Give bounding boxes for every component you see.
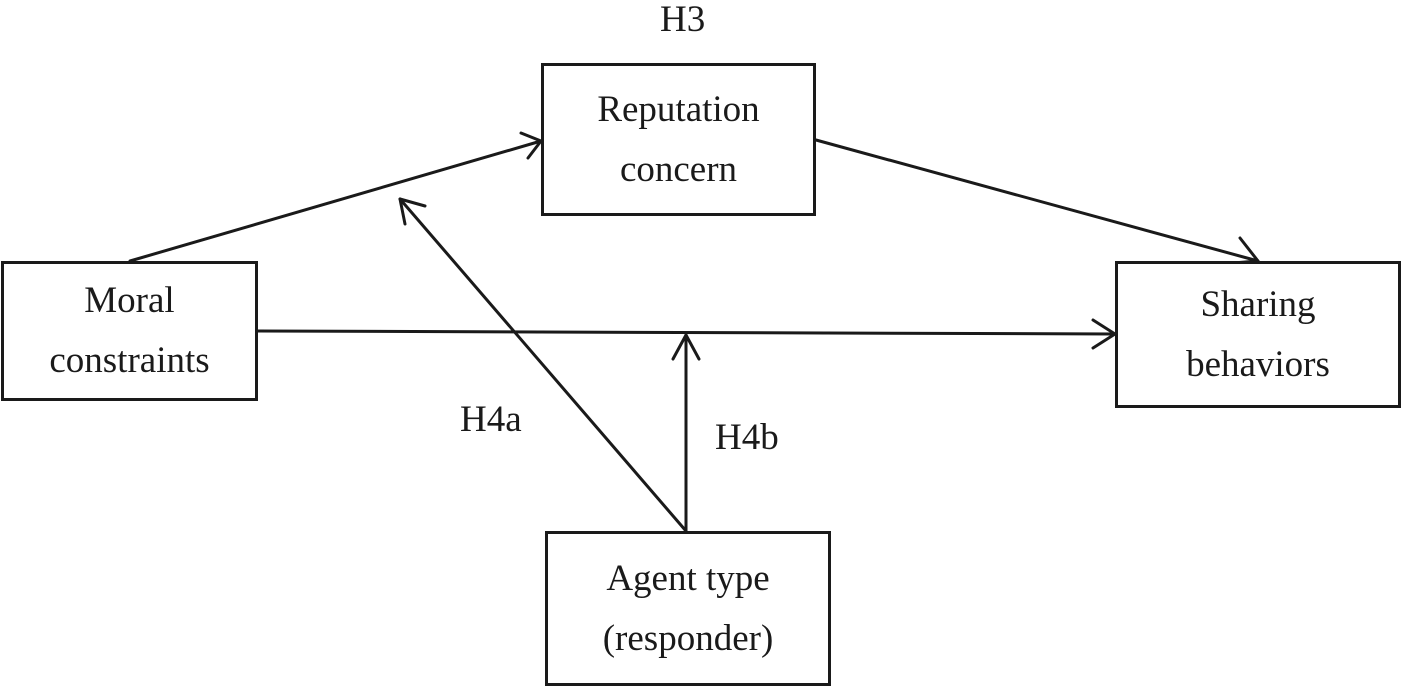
moral-constraints-label-line1: Moral — [84, 280, 175, 321]
agent-type-label-line1: Agent type — [606, 557, 770, 599]
hypothesis-h4a-label: H4a — [460, 399, 522, 440]
sharing-behaviors-label-line2: behaviors — [1186, 343, 1330, 385]
h4b-moderation-arrow — [671, 333, 701, 533]
hypothesis-h4b-label: H4b — [715, 417, 779, 458]
agent-type-label-line2: (responder) — [602, 617, 774, 659]
moral-constraints-label-line2: constraints — [49, 340, 210, 381]
h4a-moderation-arrow — [398, 197, 688, 533]
sharing-behaviors-box: Sharing behaviors — [1115, 261, 1401, 408]
moral-to-reputation-arrow — [128, 131, 543, 263]
sharing-behaviors-label-line1: Sharing — [1200, 283, 1316, 325]
reputation-concern-box: Reputation concern — [541, 63, 816, 216]
agent-type-box: Agent type (responder) — [545, 531, 831, 686]
hypothesis-h3-label: H3 — [660, 0, 706, 40]
reputation-to-sharing-arrow — [814, 138, 1260, 265]
moral-constraints-box: Moral constraints — [1, 261, 258, 401]
reputation-concern-label-line1: Reputation — [597, 88, 760, 130]
reputation-concern-label-line2: concern — [619, 148, 738, 190]
